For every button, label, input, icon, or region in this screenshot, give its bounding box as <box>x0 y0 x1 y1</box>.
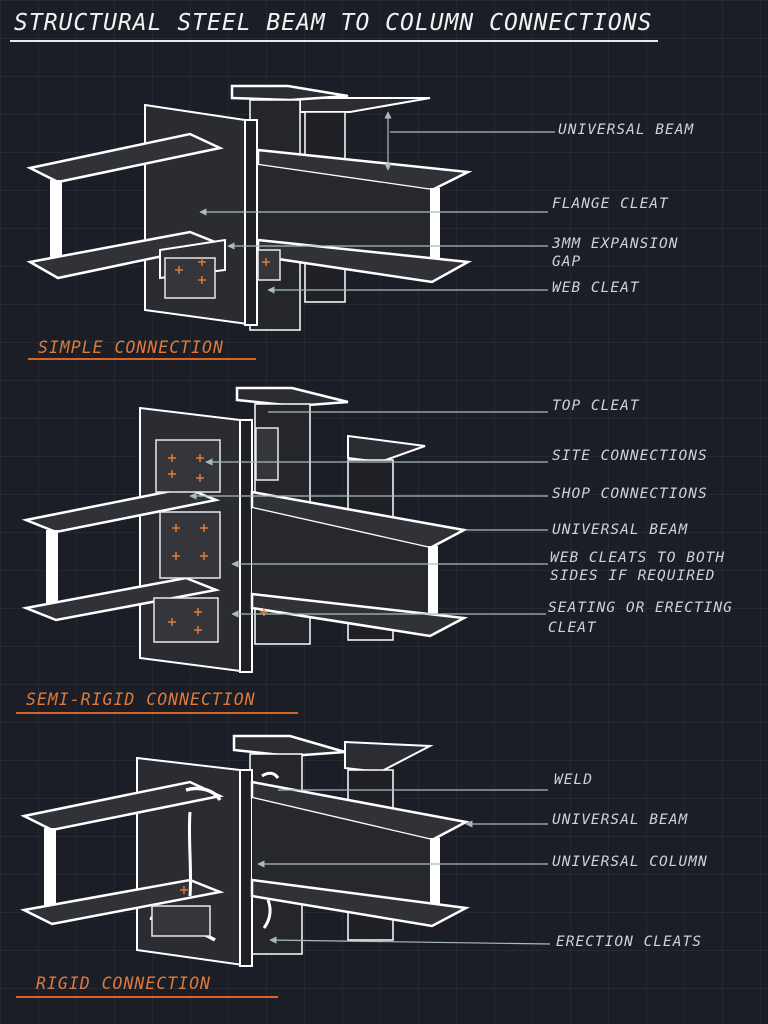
left-beam-bottom-flange <box>20 878 225 926</box>
column-top <box>232 734 346 758</box>
web-cleat <box>164 257 216 299</box>
bolt-marks <box>175 258 270 284</box>
weld-top <box>185 786 222 802</box>
callout-web-cleats-2: SIDES IF REQUIRED <box>550 568 716 584</box>
callout-weld: WELD <box>554 772 593 788</box>
section-underline-simple <box>28 358 256 360</box>
callout-expansion-gap-2: GAP <box>552 254 582 270</box>
section-label-semi-rigid: SEMI-RIGID CONNECTION <box>26 690 256 709</box>
sheet-title: STRUCTURAL STEEL BEAM TO COLUMN CONNECTI… <box>14 10 653 36</box>
section-underline-rigid <box>16 996 278 998</box>
bolt-marks <box>168 454 268 634</box>
callout-erection-cleats: ERECTION CLEATS <box>556 934 702 950</box>
title-underline <box>10 40 658 42</box>
left-beam-top-flange <box>20 780 224 832</box>
back-beam-flange <box>344 740 434 774</box>
semi-rigid-connection-drawing <box>21 386 548 674</box>
right-beam-web <box>258 165 432 262</box>
right-beam-bottom-flange <box>250 592 469 638</box>
bolt-marks <box>180 886 188 894</box>
right-beam-bottom-flange <box>250 878 471 928</box>
right-beam-web <box>252 508 430 618</box>
callout-top-cleat: TOP CLEAT <box>552 398 640 414</box>
left-beam-web <box>44 828 56 914</box>
weld-right <box>261 771 280 929</box>
callout-web-cleat: WEB CLEAT <box>552 280 640 296</box>
column-flange-side <box>239 769 253 967</box>
left-beam-web <box>50 180 62 260</box>
erection-cleat <box>151 905 211 937</box>
column-flange-side <box>244 119 258 326</box>
callout-expansion-gap: 3MM EXPANSION <box>552 236 679 252</box>
back-beam-flange <box>299 97 431 113</box>
callout-universal-column: UNIVERSAL COLUMN <box>552 854 708 870</box>
left-beam-top-flange <box>21 486 221 534</box>
callout-shop-connections: SHOP CONNECTIONS <box>552 486 708 502</box>
right-beam-end-web <box>430 188 440 270</box>
back-beam-flange <box>347 434 426 464</box>
seating-cleat <box>153 597 219 643</box>
callout-seating-cleat: SEATING OR ERECTING <box>548 600 733 616</box>
column-flange-side <box>239 419 253 673</box>
callout-universal-beam: UNIVERSAL BEAM <box>552 522 689 538</box>
top-cleat-right <box>255 427 279 481</box>
callout-universal-beam: UNIVERSAL BEAM <box>552 812 689 828</box>
column-top <box>230 84 349 102</box>
left-beam-top-flange <box>26 132 224 184</box>
web-cleat-right <box>257 249 281 281</box>
right-beam-web <box>252 798 432 904</box>
callout-flange-cleat: FLANGE CLEAT <box>552 196 669 212</box>
section-label-simple: SIMPLE CONNECTION <box>38 338 224 357</box>
weld-web <box>187 811 193 897</box>
callout-site-connections: SITE CONNECTIONS <box>552 448 708 464</box>
left-beam-web <box>46 530 58 612</box>
right-beam-end-web <box>428 546 438 628</box>
left-beam-bottom-flange <box>21 576 221 622</box>
section-label-rigid: RIGID CONNECTION <box>36 974 211 993</box>
leader-erection-cleats <box>269 936 551 945</box>
top-cleat <box>155 439 221 493</box>
callout-web-cleats: WEB CLEATS TO BOTH <box>550 550 726 566</box>
right-beam-end-web <box>430 838 440 918</box>
column-top <box>235 386 349 408</box>
callout-universal-beam: UNIVERSAL BEAM <box>558 122 695 138</box>
callout-seating-cleat-2: CLEAT <box>548 620 597 636</box>
simple-connection-drawing <box>26 84 555 331</box>
section-underline-semi-rigid <box>16 712 298 714</box>
web-cleat <box>159 511 221 579</box>
rigid-connection-drawing <box>20 734 551 968</box>
